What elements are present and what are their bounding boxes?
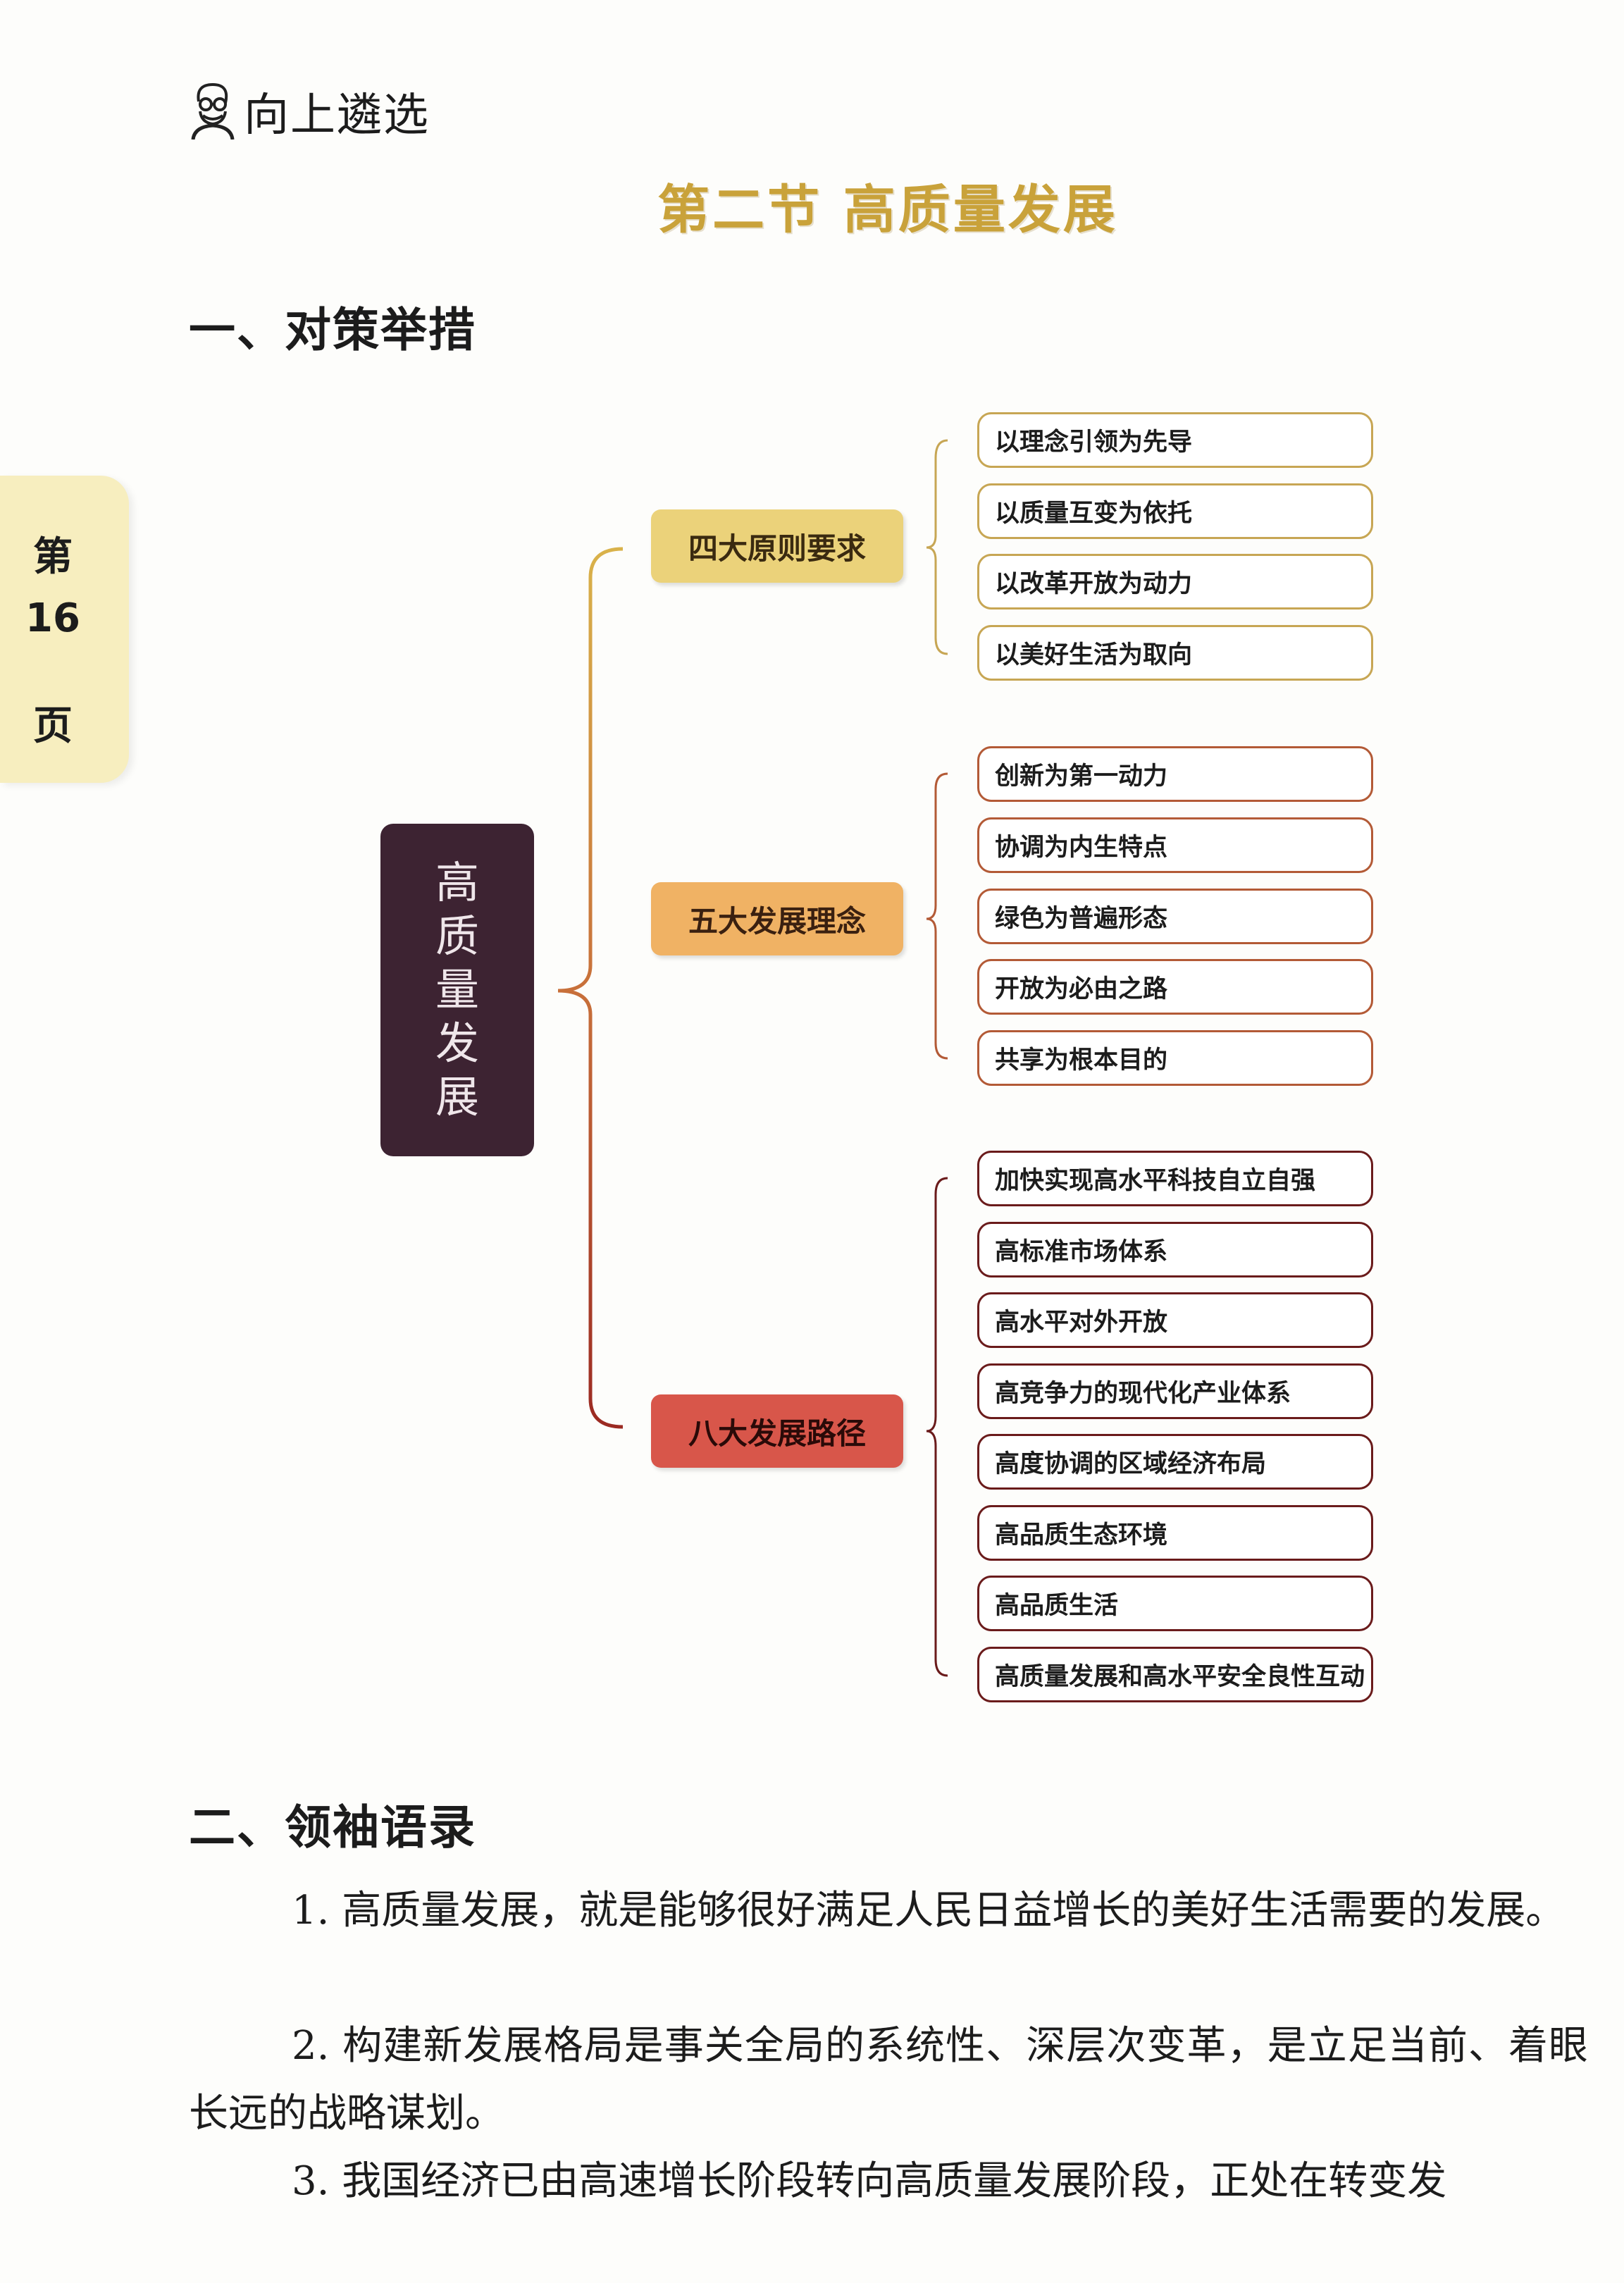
quote-paragraph-3: 3. 我国经济已由高速增长阶段转向高质量发展阶段，正处在转变发 [189,2148,1588,2215]
center-node-high-quality-development: 高 质 量 发 展 [380,824,534,1156]
leaf-item: 高品质生活 [977,1576,1373,1631]
leaf-item: 高质量发展和高水平安全良性互动 [977,1647,1373,1702]
brand-header: 向上遴选 [189,79,430,144]
leaf-item: 高水平对外开放 [977,1292,1373,1348]
leaf-item: 加快实现高水平科技自立自强 [977,1151,1373,1206]
leaf-item: 协调为内生特点 [977,817,1373,873]
leaf-item: 高度协调的区域经济布局 [977,1434,1373,1490]
quote-text: 3. 我国经济已由高速增长阶段转向高质量发展阶段，正处在转变发 [292,2158,1447,2204]
center-char: 量 [435,964,479,1015]
quote-paragraph-2: 2. 构建新发展格局是事关全局的系统性、深层次变革，是立足当前、着眼长远的战略谋… [189,2012,1588,2148]
center-char: 质 [435,910,479,962]
quote-paragraph-1: 1. 高质量发展，就是能够很好满足人民日益增长的美好生活需要的发展。 [189,1877,1588,1945]
center-char: 高 [435,857,479,908]
leaf-item: 开放为必由之路 [977,959,1373,1015]
bracket-group-3 [926,1177,948,1677]
teacher-avatar-icon [189,80,235,142]
center-char: 展 [435,1071,479,1122]
heading-leader-quotes: 二、领袖语录 [189,1800,476,1855]
leaf-item: 绿色为普遍形态 [977,889,1373,944]
quote-text: 1. 高质量发展，就是能够很好满足人民日益增长的美好生活需要的发展。 [292,1888,1566,1934]
leaf-item: 创新为第一动力 [977,746,1373,802]
quote-text: 2. 构建新发展格局是事关全局的系统性、深层次变革，是立足当前、着眼长远的战略谋… [189,2023,1588,2136]
bracket-group-2 [926,772,948,1060]
leaf-item: 共享为根本目的 [977,1030,1373,1086]
bracket-group-1 [926,439,948,655]
leaf-item: 以美好生活为取向 [977,625,1373,681]
side-tab-page-number: 16 [25,595,80,641]
heading-countermeasures: 一、对策举措 [189,303,476,357]
brand-name: 向上遴选 [244,89,430,142]
side-tab-prefix: 第 [33,534,73,580]
branch-four-principles: 四大原则要求 [651,509,903,583]
section-title: 第二节 高质量发展 [657,180,1118,240]
main-bracket [557,547,624,1429]
side-tab-suffix: 页 [33,703,73,749]
leaf-item: 高竞争力的现代化产业体系 [977,1363,1373,1419]
leaf-item: 高标准市场体系 [977,1222,1373,1277]
branch-five-concepts: 五大发展理念 [651,882,903,955]
leaf-item: 以理念引领为先导 [977,412,1373,468]
leaf-item: 以改革开放为动力 [977,554,1373,610]
branch-eight-paths: 八大发展路径 [651,1394,903,1468]
leaf-item: 高品质生态环境 [977,1505,1373,1561]
center-char: 发 [435,1017,479,1069]
page-side-tab: 第 16 页 [0,476,129,783]
leaf-item: 以质量互变为依托 [977,483,1373,539]
